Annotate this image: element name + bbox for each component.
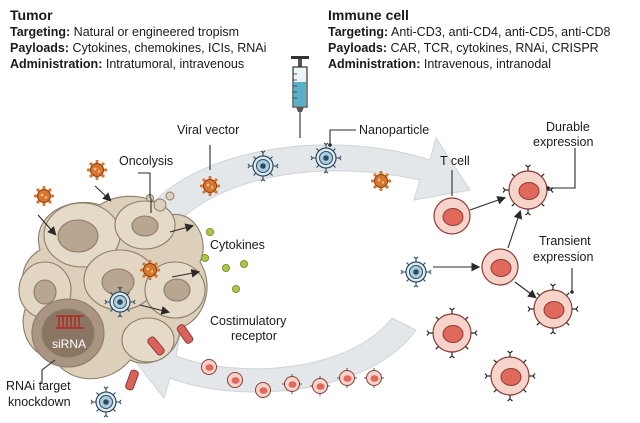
immune-payloads-row: Payloads: CAR, TCR, cytokines, RNAi, CRI… xyxy=(328,40,611,56)
immune-panel: Immune cell Targeting: Anti-CD3, anti-CD… xyxy=(328,6,611,72)
nanoparticle-pointer xyxy=(329,129,356,145)
immune-targeting-row: Targeting: Anti-CD3, anti-CD4, anti-CD5,… xyxy=(328,24,611,40)
costimulatory-label-line1: Costimulatory xyxy=(210,314,287,328)
syringe xyxy=(291,56,309,138)
nanoparticle-label: Nanoparticle xyxy=(359,123,429,137)
car-t-cell xyxy=(426,307,478,359)
tumor-targeting-label: Targeting: xyxy=(10,25,71,39)
sirna-label: siRNA xyxy=(52,337,86,351)
rnai-nanoparticle xyxy=(90,386,122,418)
transfected-t-cell xyxy=(481,248,519,286)
rnai-label-line2: knockdown xyxy=(8,395,71,409)
immune-payloads-label: Payloads: xyxy=(328,41,388,55)
circulating-t-cell xyxy=(201,359,217,375)
durable-label-line1: Durable xyxy=(546,120,590,134)
costimulatory-receptors xyxy=(125,324,194,391)
tumor-payloads-row: Payloads: Cytokines, chemokines, ICIs, R… xyxy=(10,40,266,56)
tumor-virus xyxy=(33,185,55,207)
durable-pointer xyxy=(548,148,576,189)
sirna-icon xyxy=(56,315,84,329)
immune-administration-label: Administration: xyxy=(328,57,421,71)
top-cycle-arrow xyxy=(147,136,471,223)
tumor-virus xyxy=(139,259,161,281)
viral-vector-particle xyxy=(370,170,392,192)
oncolytic-virus xyxy=(86,159,108,181)
viral-vector-particle xyxy=(199,175,221,197)
transient-label-line2: expression xyxy=(533,250,593,264)
viral-vector-label: Viral vector xyxy=(177,123,239,137)
tumor-administration-value: Intratumoral, intravenous xyxy=(105,57,245,71)
circulating-t-cell xyxy=(255,382,271,398)
immune-targeting-label: Targeting: xyxy=(328,25,389,39)
tumor-payloads-label: Payloads: xyxy=(10,41,70,55)
car-t-cell xyxy=(484,350,536,402)
tumor-payloads-value: Cytokines, chemokines, ICIs, RNAi xyxy=(72,41,267,55)
t-cell-label: T cell xyxy=(440,154,470,168)
tumor-administration-label: Administration: xyxy=(10,57,103,71)
cytokines xyxy=(200,227,248,293)
tumor-targeting-value: Natural or engineered tropism xyxy=(73,25,240,39)
costimulatory-label-line2: receptor xyxy=(231,329,277,343)
tumor-title: Tumor xyxy=(10,7,53,23)
immune-targeting-value: Anti-CD3, anti-CD4, anti-CD5, anti-CD8 xyxy=(390,25,611,39)
t-cell-nanoparticle xyxy=(400,256,432,288)
tumor-administration-row: Administration: Intratumoral, intravenou… xyxy=(10,56,266,72)
durable-label-line2: expression xyxy=(533,135,593,149)
transient-label-line1: Transient xyxy=(539,234,591,248)
immune-administration-row: Administration: Intravenous, intranodal xyxy=(328,56,611,72)
circulating-car-t-cell xyxy=(363,367,385,389)
durable-car-t-cell xyxy=(502,164,554,216)
oncolysis-label: Oncolysis xyxy=(119,154,173,168)
immune-payloads-value: CAR, TCR, cytokines, RNAi, CRISPR xyxy=(390,41,599,55)
immune-administration-value: Intravenous, intranodal xyxy=(423,57,552,71)
t-cell xyxy=(433,197,471,235)
tumor-panel: Tumor Targeting: Natural or engineered t… xyxy=(10,6,266,72)
circulating-t-cell xyxy=(227,372,243,388)
rnai-label-line1: RNAi target xyxy=(6,379,71,393)
oncolysis-debris xyxy=(146,191,175,212)
immune-title: Immune cell xyxy=(328,7,409,23)
tumor-mass xyxy=(18,195,208,380)
cytokines-label: Cytokines xyxy=(210,238,265,252)
tumor-targeting-row: Targeting: Natural or engineered tropism xyxy=(10,24,266,40)
